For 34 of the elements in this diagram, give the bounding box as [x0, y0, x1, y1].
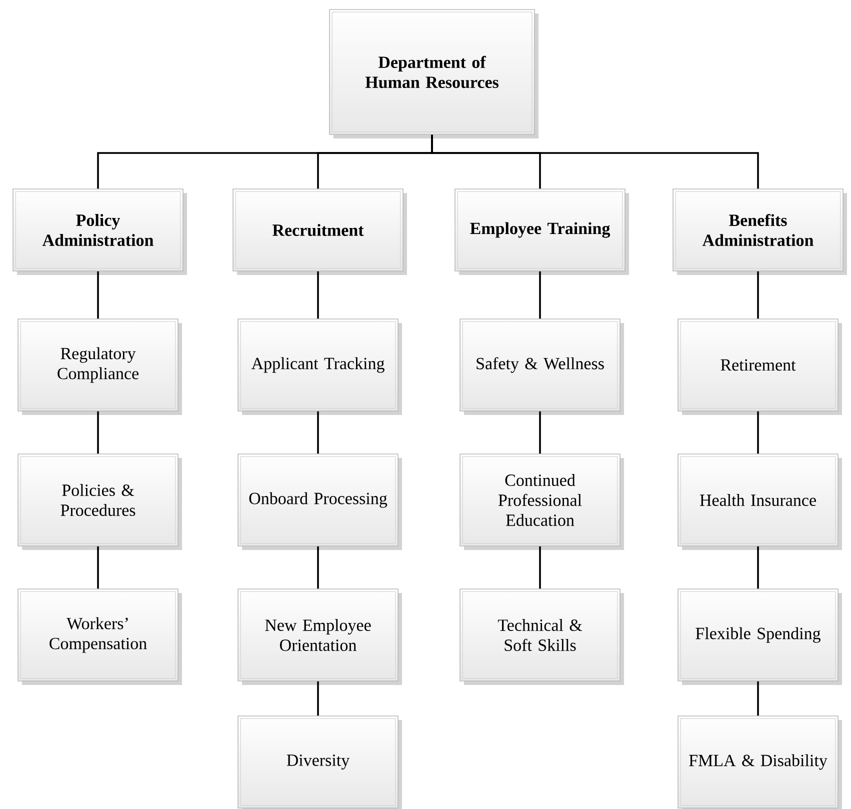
connector-line	[757, 546, 759, 589]
connector-line	[317, 681, 319, 716]
unit-box: Diversity	[238, 716, 402, 809]
unit-box: Policies & Procedures	[18, 454, 182, 550]
connector-line	[539, 411, 541, 454]
connector-line	[539, 546, 541, 589]
connector-line	[757, 681, 759, 716]
unit-box: New Employee Orientation	[238, 588, 402, 685]
connector-line	[97, 411, 99, 454]
department-box: Policy Administration	[12, 188, 187, 275]
unit-box: Retirement	[678, 318, 842, 415]
connector-line	[97, 271, 99, 319]
unit-box: FMLA & Disability	[678, 716, 842, 809]
connector-line	[317, 271, 319, 319]
title-box: Department of Human Resources	[329, 9, 538, 138]
unit-box: Flexible Spending	[678, 588, 842, 685]
unit-box: Health Insurance	[678, 454, 842, 550]
department-box: Employee Training	[454, 188, 629, 275]
unit-box: Safety & Wellness	[460, 318, 624, 415]
connector-line	[431, 134, 759, 189]
unit-box: Workers’ Compensation	[18, 588, 182, 685]
connector-line	[317, 411, 319, 454]
connector-line	[317, 546, 319, 589]
unit-box: Continued Professional Education	[460, 454, 624, 550]
department-box: Benefits Administration	[672, 188, 847, 275]
connector-line	[757, 271, 759, 319]
unit-box: Applicant Tracking	[238, 318, 402, 415]
connector-line	[97, 546, 99, 589]
unit-box: Regulatory Compliance	[18, 318, 182, 415]
connector-line	[539, 271, 541, 319]
department-box: Recruitment	[232, 188, 407, 275]
connector-line	[757, 411, 759, 454]
unit-box: Onboard Processing	[238, 454, 402, 550]
unit-box: Technical & Soft Skills	[460, 588, 624, 685]
